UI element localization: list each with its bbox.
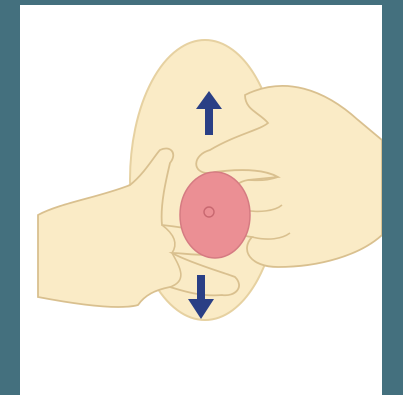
breast-massage-illustration-icon [20, 5, 382, 395]
illustration-panel [20, 5, 382, 395]
areola [180, 172, 250, 258]
